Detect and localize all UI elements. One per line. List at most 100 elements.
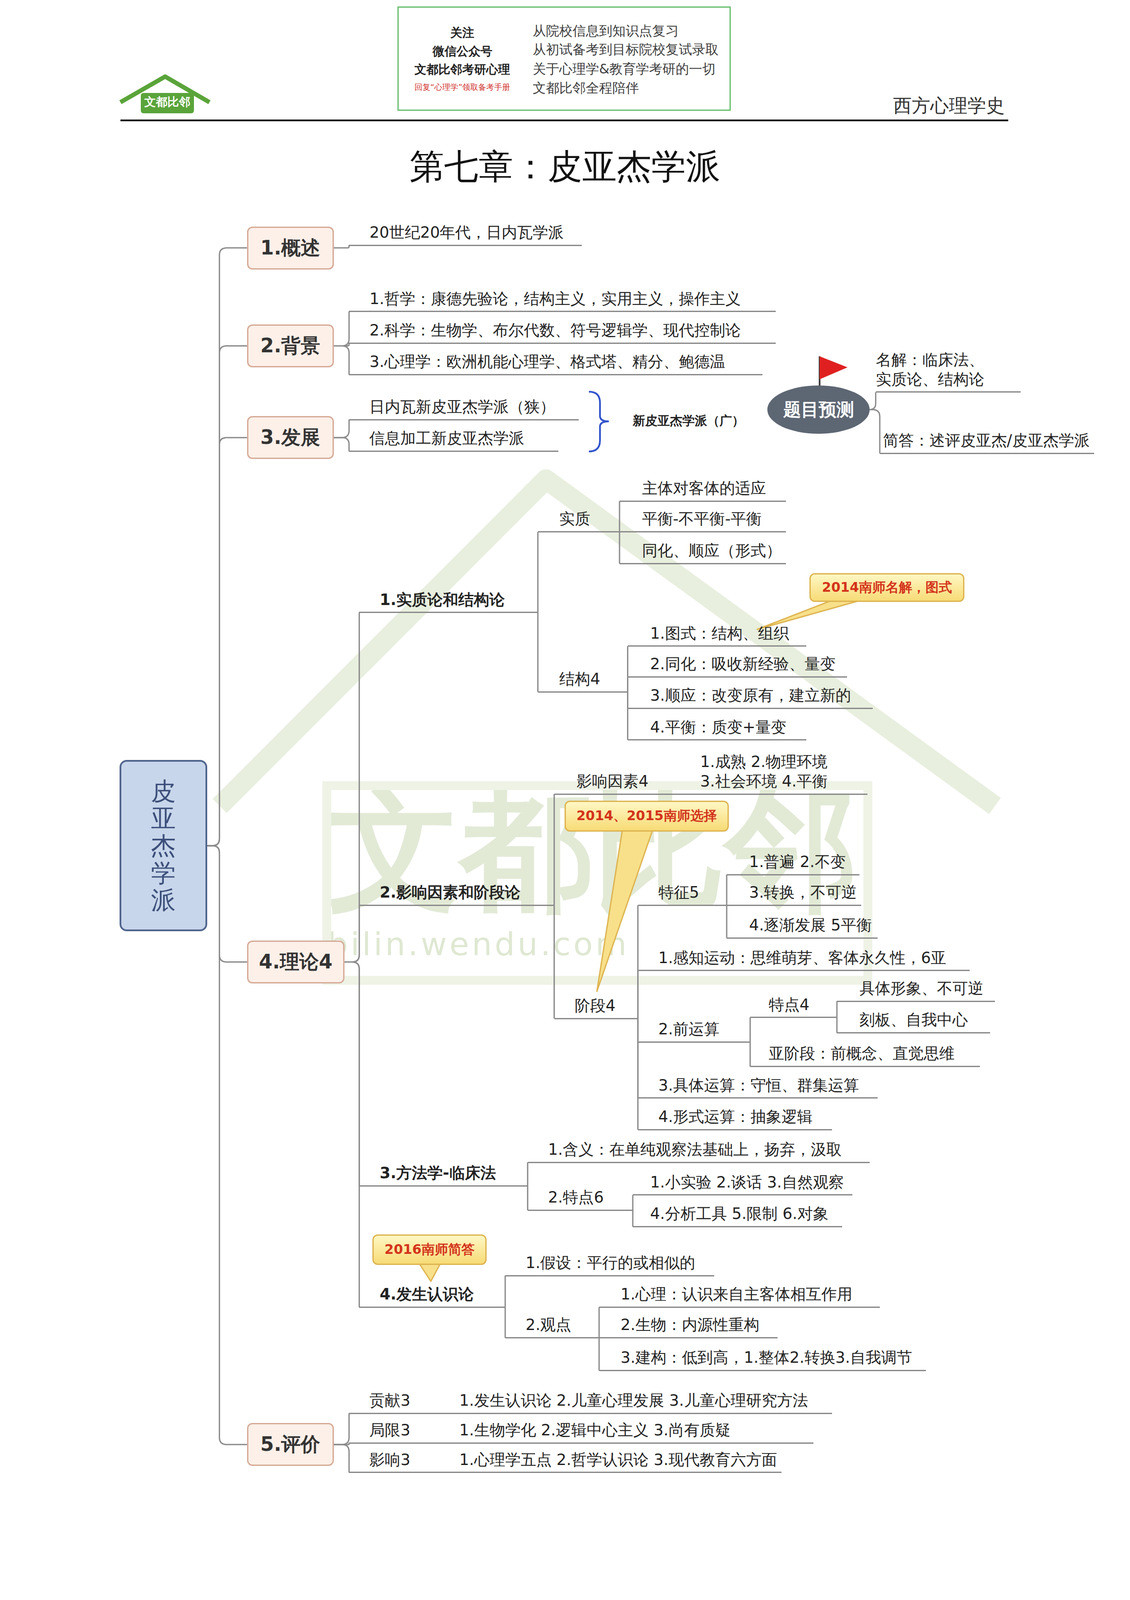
branch-connector — [537, 612, 539, 693]
header-text: 关于心理学&教育学考研的一切 — [532, 61, 716, 78]
topic-branch: 1.假设：平行的或相似的 — [505, 1253, 715, 1278]
topic-box: 1.概述 — [247, 226, 334, 270]
node-text: 具体形象、不可逆 — [859, 979, 984, 999]
node-text: 1.图式：结构、组织 — [650, 624, 789, 644]
node-text: 1.生物学化 2.逻辑中心主义 3.尚有质疑 — [459, 1421, 731, 1441]
node-text: 刻板、自我中心 — [859, 1010, 968, 1031]
branch-connector — [207, 247, 248, 847]
topic-branch: 贡献31.发生认识论 2.儿童心理发展 3.儿童心理研究方法 — [348, 1391, 832, 1415]
branch-connector — [749, 1017, 751, 1043]
topic-box: 5.评价 — [247, 1423, 334, 1467]
branch-connector — [333, 345, 350, 375]
brace-label: 新皮亚杰学派（广） — [632, 413, 745, 429]
branch-connector — [333, 437, 350, 452]
page-title: 第七章：皮亚杰学派 — [0, 146, 1130, 188]
node-text: 平衡-不平衡-平衡 — [642, 509, 762, 530]
node-text: 3.转换，不可逆 — [749, 883, 857, 903]
root-box: 皮亚杰学派 — [119, 760, 208, 932]
topic-branch: 1.感知运动：思维萌芽、客体永久性，6亚 — [638, 948, 970, 972]
topic-branch: 简答：述评皮亚杰/皮亚杰学派 — [879, 431, 1095, 455]
branch-connector — [344, 962, 360, 1187]
branch-connector — [207, 846, 248, 1446]
branch-connector — [726, 905, 728, 939]
brace — [588, 391, 609, 452]
watermark-house — [219, 479, 995, 807]
node-text: 3.具体运算：守恒、群集运算 — [658, 1076, 860, 1096]
branch-connector — [626, 692, 629, 741]
branch-connector — [333, 419, 350, 438]
branch-connector — [344, 612, 360, 963]
topic-branch: 3.转换，不可逆 — [726, 883, 862, 907]
node-text: 局限3 — [369, 1421, 460, 1441]
branch-connector — [626, 677, 629, 693]
header-text: 从院校信息到知识点复习 — [532, 23, 679, 39]
header-text: 西方心理学史 — [893, 94, 1005, 117]
topic-branch: 1.图式：结构、组织 — [627, 624, 807, 648]
node-text: 4.形式运算：抽象逻辑 — [658, 1107, 813, 1128]
node-text: 1.小实验 2.谈话 3.自然观察 — [650, 1173, 844, 1193]
node-text: 简答：述评皮亚杰/皮亚杰学派 — [882, 431, 1090, 451]
node-text: 3.方法学-临床法 — [379, 1164, 496, 1184]
node-text: 亚阶段：前概念、直觉思维 — [768, 1044, 955, 1065]
topic-branch: 平衡-不平衡-平衡 — [619, 509, 786, 533]
header-rule — [120, 119, 1009, 122]
node-text: 影响因素4 — [576, 772, 701, 792]
node-text: 4.理论4 — [259, 949, 333, 976]
branch-connector — [207, 846, 248, 963]
header-text: 关注 — [450, 25, 475, 40]
node-text: 1.概述 — [260, 235, 321, 262]
topic-branch: 2.影响因素和阶段论 — [359, 883, 554, 907]
topic-branch: 结构4 — [537, 669, 628, 693]
header-text: 从初试备考到目标院校复试录取 — [532, 41, 719, 58]
branch-connector — [637, 971, 639, 1019]
branch-connector — [869, 409, 880, 454]
topic-branch: 特点4 — [750, 995, 837, 1019]
topic-branch: 信息加工新皮亚杰学派 — [348, 429, 559, 453]
node-text: 2.影响因素和阶段论 — [379, 883, 521, 903]
topic-branch: 3.顺应：改变原有，建立新的 — [627, 686, 873, 710]
node-text: 2016南师简答 — [384, 1241, 475, 1260]
node-text: 1.感知运动：思维萌芽、客体永久性，6亚 — [658, 948, 947, 969]
topic-branch: 3.心理学：欧洲机能心理学、格式塔、精分、鲍德温 — [348, 352, 763, 376]
node-text: 3.建构：低到高，1.整体2.转换3.自我调节 — [620, 1348, 913, 1369]
logo-plate — [140, 92, 194, 114]
topic-branch: 1.普遍 2.不变 — [726, 852, 860, 876]
node-text: 1.假设：平行的或相似的 — [525, 1253, 696, 1274]
branch-connector — [619, 501, 621, 533]
branch-connector — [504, 1276, 506, 1308]
node-text: 信息加工新皮亚杰学派 — [369, 429, 525, 449]
branch-connector — [836, 1017, 838, 1034]
node-text: 1.实质论和结构论 — [379, 590, 505, 611]
exam-callout: 2016南师简答 — [372, 1234, 487, 1266]
topic-branch: 实质 — [537, 509, 620, 533]
node-text: 2.背景 — [260, 332, 321, 360]
topic-branch: 1.含义：在单纯观察法基础上，扬弃，汲取 — [527, 1140, 870, 1164]
node-text: 同化、顺应（形式） — [642, 541, 782, 562]
topic-branch: 亚阶段：前概念、直觉思维 — [750, 1044, 980, 1068]
branch-connector — [537, 532, 539, 613]
topic-branch: 2.同化：吸收新经验、量变 — [627, 654, 848, 678]
topic-box: 4.理论4 — [247, 940, 345, 984]
watermark-text: bilin.wendu.com — [327, 925, 630, 964]
topic-branch: 2.特点6 — [527, 1188, 633, 1212]
node-text: 1.普遍 2.不变 — [749, 852, 846, 873]
node-text: 20世纪20年代，日内瓦学派 — [369, 223, 564, 243]
topic-branch: 1.小实验 2.谈话 3.自然观察 — [632, 1173, 853, 1197]
header-text: 文都比邻全程陪伴 — [532, 80, 639, 97]
branch-connector — [333, 245, 350, 248]
topic-branch: 2.前运算 — [638, 1020, 751, 1044]
topic-branch: 具体形象、不可逆 — [836, 979, 995, 1003]
topic-branch: 日内瓦新皮亚杰学派（狭） — [348, 397, 579, 421]
node-text: 影响3 — [369, 1451, 460, 1471]
node-text: 题目预测 — [783, 397, 855, 422]
node-text: 2.同化：吸收新经验、量变 — [650, 654, 836, 675]
node-text: 2.科学：生物学、布尔代数、符号逻辑学、现代控制论 — [369, 321, 741, 341]
header-box — [398, 7, 731, 111]
topic-branch: 1.心理：认识来自主客体相互作用 — [599, 1285, 880, 1309]
node-text: 4.发生认识论 — [379, 1285, 474, 1305]
node-text: 1.心理：认识来自主客体相互作用 — [620, 1285, 852, 1305]
node-text: 2.前运算 — [658, 1020, 720, 1040]
branch-connector — [526, 1186, 529, 1211]
node-text: 特征5 — [658, 883, 700, 903]
topic-branch: 4.分析工具 5.限制 6.对象 — [632, 1204, 843, 1228]
